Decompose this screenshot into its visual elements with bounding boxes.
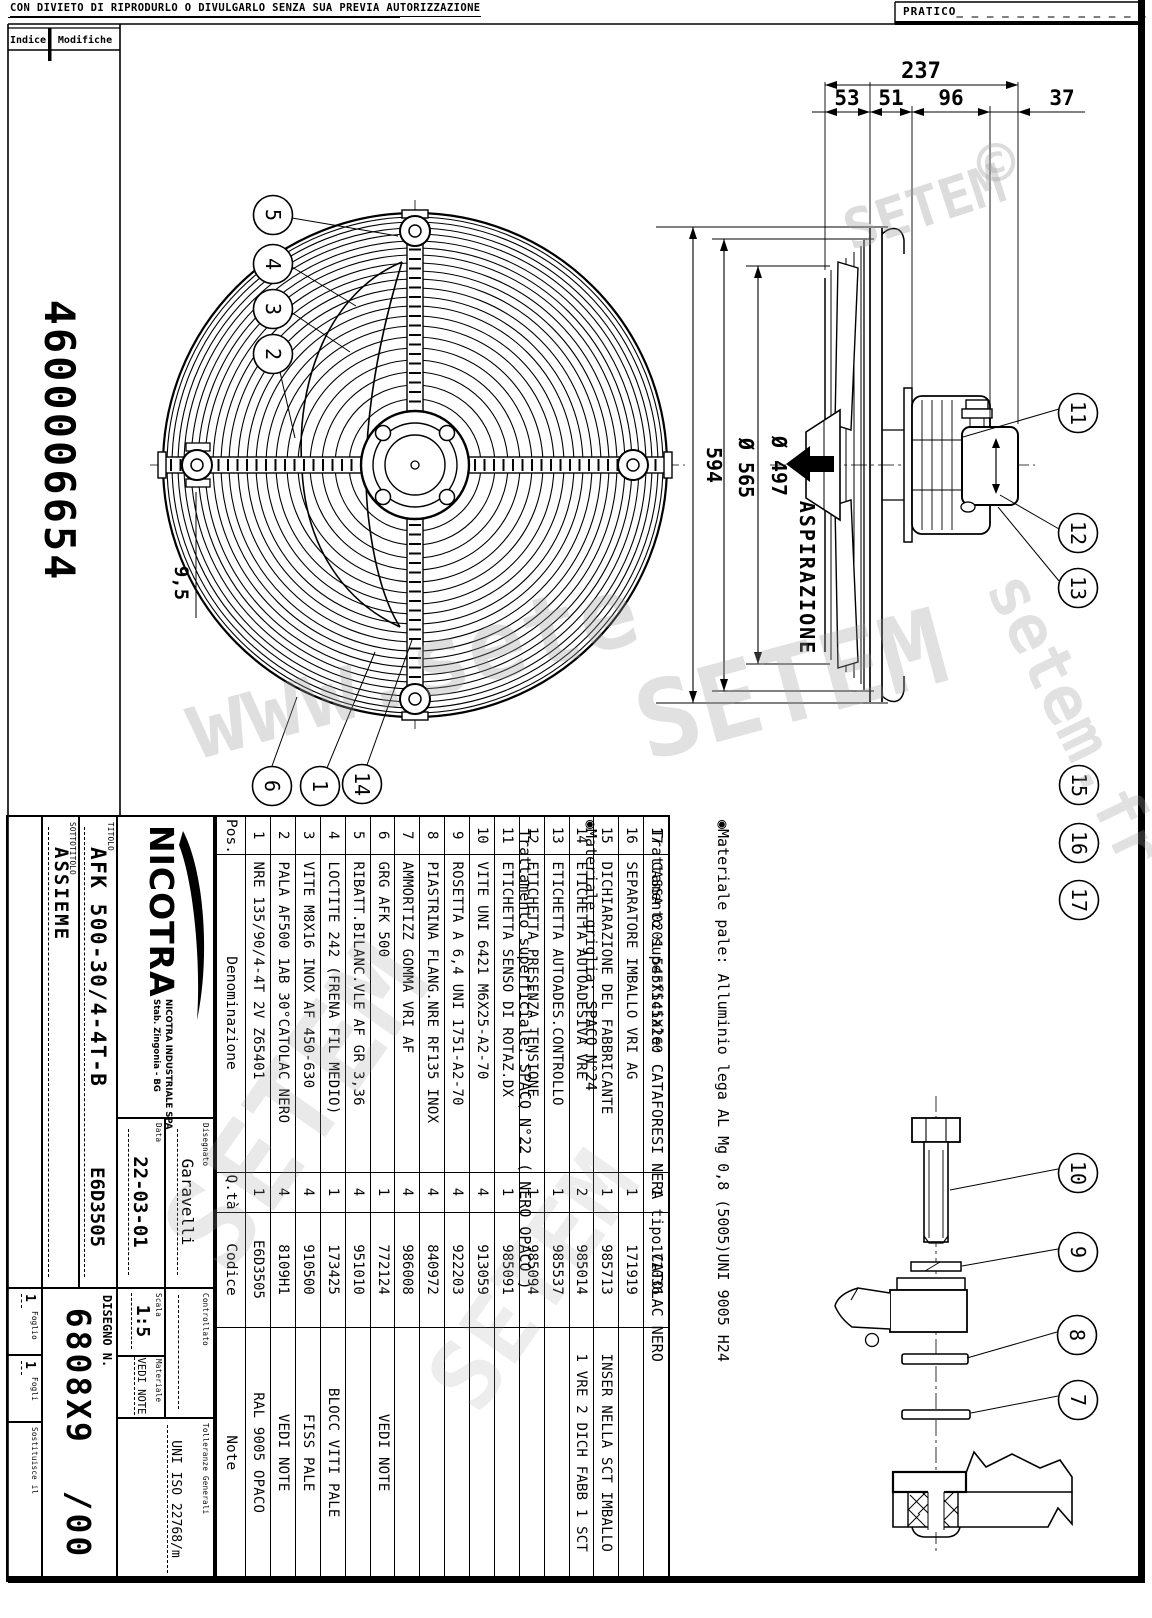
balloon-11: 11 xyxy=(1066,401,1090,425)
sheet-frame xyxy=(7,0,1145,1583)
balloon-6: 6 xyxy=(260,780,284,792)
watermark-url: setem.fr xyxy=(971,560,1152,879)
nicotra-swoosh-icon xyxy=(179,831,205,1020)
balloons: 5 4 3 2 6 1 14 11 12 13 15 16 17 xyxy=(251,194,1100,1421)
balloon-10: 10 xyxy=(1066,1161,1090,1185)
balloon-7: 7 xyxy=(1066,1394,1090,1406)
balloon-13: 13 xyxy=(1066,576,1090,600)
fan-side-view xyxy=(805,227,1019,703)
dim-237: 237 xyxy=(901,59,941,84)
title-block: NICOTRA NICOTRA INDUSTRIALE SPA Stab. Zi… xyxy=(6,815,215,1582)
cable-gland xyxy=(960,501,976,513)
mount-detail-view xyxy=(834,1117,1073,1528)
balloon-3: 3 xyxy=(261,303,285,315)
balloon-leaders xyxy=(271,217,1060,1414)
pratico-field: PRATICO_ _ _ _ _ _ _ _ _ _ _ _ _ xyxy=(903,5,1147,18)
balloon-5: 5 xyxy=(261,209,285,221)
rubber-mount-hatch xyxy=(907,1490,961,1538)
watermark-setem: SETEM xyxy=(407,1133,661,1430)
arm-bosses xyxy=(181,215,649,715)
balloon-4: 4 xyxy=(261,258,285,270)
dia-dim-lines xyxy=(656,226,888,704)
fan-blade-outline xyxy=(300,261,403,628)
dim-53: 53 xyxy=(834,86,859,110)
balloon-16: 16 xyxy=(1067,831,1091,855)
dim-chain-lines xyxy=(812,82,1085,424)
logo-cell: NICOTRA NICOTRA INDUSTRIALE SPA Stab. Zi… xyxy=(118,817,213,1129)
terminal-box-nut xyxy=(965,399,989,410)
balloon-12: 12 xyxy=(1066,521,1090,545)
centerlines xyxy=(150,200,1035,1552)
balloon-1: 1 xyxy=(308,780,332,792)
dim-95: 9,5 xyxy=(170,566,192,600)
modifiche-label: Modifiche xyxy=(58,34,112,46)
watermark-setem: SETEM xyxy=(136,919,457,1295)
dim-594: 594 xyxy=(702,447,726,483)
balloon-9: 9 xyxy=(1066,1246,1090,1258)
airflow-arrow-icon xyxy=(786,446,834,482)
dim-37: 37 xyxy=(1049,86,1074,110)
watermark-setem: SETEM xyxy=(622,585,959,785)
indice-label: Indice xyxy=(10,34,46,46)
terminal-box xyxy=(961,426,1019,506)
balloon-8: 8 xyxy=(1065,1329,1089,1341)
aspirazione-label: ASPIRAZIONE xyxy=(795,501,819,655)
balloon-14: 14 xyxy=(350,772,374,796)
dim-96: 96 xyxy=(938,86,963,110)
balloon-17: 17 xyxy=(1067,888,1091,912)
dim-565: Ø 565 xyxy=(734,437,758,498)
fan-hub xyxy=(359,409,471,521)
dim-497: Ø 497 xyxy=(767,435,791,496)
balloon-15: 15 xyxy=(1067,773,1091,797)
dim-51: 51 xyxy=(878,86,903,110)
copyright-strip: CON DIVIETO DI RIPRODURLO O DIVULGARLO S… xyxy=(10,2,481,17)
balloon-2: 2 xyxy=(261,348,285,360)
